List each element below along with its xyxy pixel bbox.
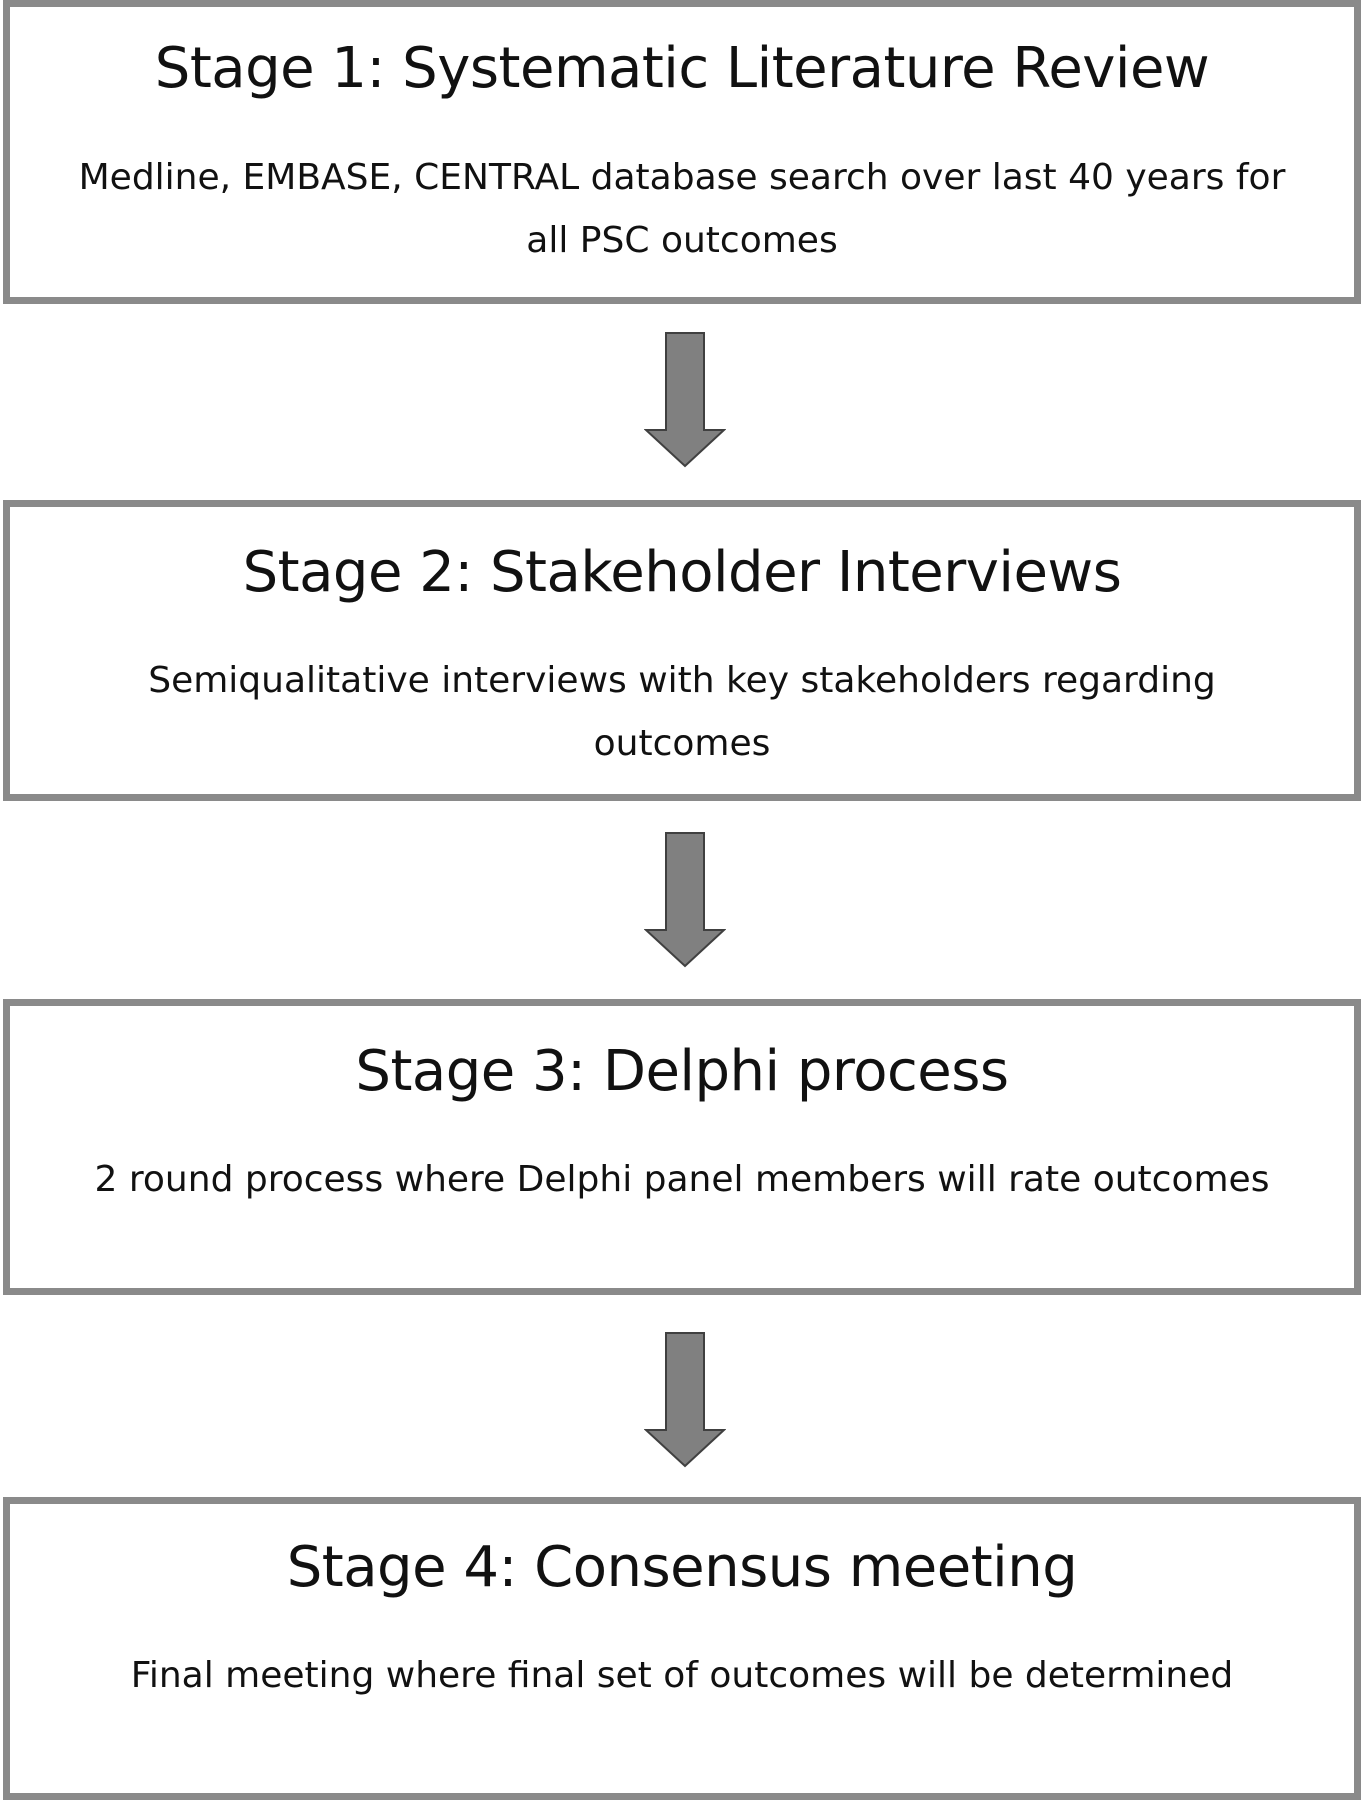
stage-1-title: Stage 1: Systematic Literature Review xyxy=(154,36,1210,101)
stage-3-title: Stage 3: Delphi process xyxy=(355,1039,1009,1104)
stage-2-box: Stage 2: Stakeholder Interviews Semiqual… xyxy=(3,500,1361,801)
stage-2-description: Semiqualitative interviews with key stak… xyxy=(148,660,1216,764)
down-arrow-icon xyxy=(644,1332,726,1468)
stage-4-title: Stage 4: Consensus meeting xyxy=(286,1535,1078,1600)
stage-1-description: Medline, EMBASE, CENTRAL database search… xyxy=(78,157,1286,261)
down-arrow-icon xyxy=(644,332,726,468)
stage-3-description: 2 round process where Delphi panel membe… xyxy=(94,1159,1270,1200)
stage-3-box: Stage 3: Delphi process 2 round process … xyxy=(3,999,1361,1295)
stage-2-title: Stage 2: Stakeholder Interviews xyxy=(242,540,1122,605)
stage-4-box: Stage 4: Consensus meeting Final meeting… xyxy=(3,1497,1361,1800)
stage-4-description: Final meeting where final set of outcome… xyxy=(130,1655,1234,1696)
down-arrow-icon xyxy=(644,832,726,968)
stage-1-box: Stage 1: Systematic Literature Review Me… xyxy=(3,0,1361,304)
